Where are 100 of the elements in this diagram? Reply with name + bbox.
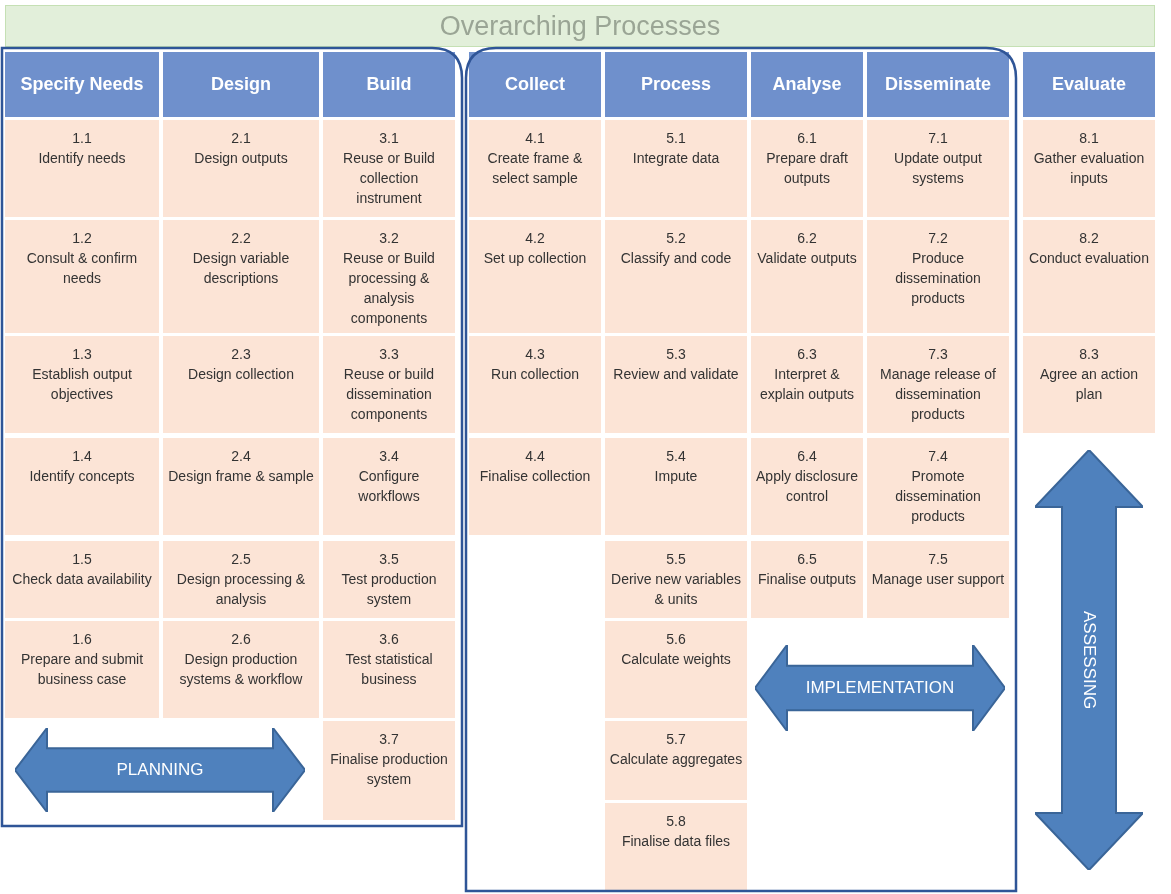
step-number: 8.2 <box>1078 229 1100 248</box>
step-title: Conduct evaluation <box>1028 249 1150 268</box>
step-number: 1.5 <box>71 550 93 569</box>
process-step-box <box>469 336 601 433</box>
step-title: Check data availability <box>11 570 153 589</box>
step-title: Integrate data <box>631 149 721 168</box>
phase-header <box>323 52 455 117</box>
step-number: 4.3 <box>524 345 546 364</box>
step-number: 7.1 <box>927 129 949 148</box>
process-step-box <box>605 803 747 890</box>
step-title: Identify concepts <box>28 467 136 486</box>
process-step-box <box>605 220 747 333</box>
process-step-box <box>867 438 1009 535</box>
process-step-box <box>605 336 747 433</box>
step-number: 6.2 <box>796 229 818 248</box>
step-title: Test production system <box>340 570 438 609</box>
double-arrow <box>1035 450 1143 870</box>
step-title: Set up collection <box>482 249 588 268</box>
step-title: Validate outputs <box>756 249 858 268</box>
band-title: Overarching Processes <box>439 10 721 42</box>
process-step-box <box>323 721 455 820</box>
step-number: 5.6 <box>665 630 687 649</box>
header-label: Evaluate <box>1051 74 1126 95</box>
step-number: 3.4 <box>378 447 400 466</box>
process-step-box <box>5 541 159 618</box>
process-step-box <box>605 621 747 718</box>
step-number: 5.2 <box>665 229 687 248</box>
step-number: 1.4 <box>71 447 93 466</box>
step-number: 5.3 <box>665 345 687 364</box>
step-number: 1.1 <box>71 129 93 148</box>
step-number: 7.4 <box>927 447 949 466</box>
header-label: Collect <box>505 74 565 95</box>
step-title: Configure workflows <box>357 467 421 506</box>
step-number: 5.4 <box>665 447 687 466</box>
process-step-box <box>163 336 319 433</box>
step-title: Manage release of dissemination products <box>879 365 997 424</box>
step-number: 7.5 <box>927 550 949 569</box>
step-title: Run collection <box>490 365 580 384</box>
double-arrow <box>755 645 1005 731</box>
process-step-box <box>469 120 601 217</box>
process-step-box <box>751 336 863 433</box>
step-title: Review and validate <box>612 365 740 384</box>
step-title: Reuse or Build processing & analysis components <box>342 249 436 328</box>
process-step-box <box>605 120 747 217</box>
step-number: 6.5 <box>796 550 818 569</box>
header-label: Analyse <box>772 74 842 95</box>
step-number: 8.1 <box>1078 129 1100 148</box>
process-step-box <box>323 336 455 433</box>
step-title: Design collection <box>187 365 295 384</box>
process-step-box <box>5 120 159 217</box>
process-step-box <box>1023 220 1155 333</box>
step-title: Finalise collection <box>478 467 592 486</box>
process-step-box <box>1023 120 1155 217</box>
step-title: Derive new variables & units <box>610 570 742 609</box>
step-number: 1.6 <box>71 630 93 649</box>
step-title: Prepare draft outputs <box>765 149 849 188</box>
step-title: Classify and code <box>619 249 733 268</box>
step-title: Calculate weights <box>620 650 732 669</box>
step-title: Reuse or Build collection instrument <box>342 149 436 208</box>
process-step-box <box>323 621 455 718</box>
header-label: Build <box>366 74 412 95</box>
header-label: Disseminate <box>884 74 992 95</box>
step-number: 6.3 <box>796 345 818 364</box>
step-number: 4.4 <box>524 447 546 466</box>
phase-header <box>751 52 863 117</box>
step-title: Produce dissemination products <box>894 249 982 308</box>
process-step-box <box>867 120 1009 217</box>
process-step-box <box>751 541 863 618</box>
step-number: 2.5 <box>230 550 252 569</box>
overarching-band <box>5 5 1155 47</box>
step-title: Gather evaluation inputs <box>1032 149 1146 188</box>
process-step-box <box>751 220 863 333</box>
phase-label: ASSESSING <box>1079 610 1099 710</box>
step-number: 3.6 <box>378 630 400 649</box>
process-step-box <box>323 220 455 333</box>
header-label: Specify Needs <box>20 74 144 95</box>
step-number: 3.1 <box>378 129 400 148</box>
step-number: 7.3 <box>927 345 949 364</box>
step-title: Consult & confirm needs <box>25 249 139 288</box>
phase-header <box>163 52 319 117</box>
step-number: 3.2 <box>378 229 400 248</box>
process-step-box <box>5 336 159 433</box>
step-title: Design processing & analysis <box>175 570 307 609</box>
step-title: Update output systems <box>893 149 983 188</box>
process-step-box <box>1023 336 1155 433</box>
step-title: Finalise production system <box>329 750 449 789</box>
step-number: 4.1 <box>524 129 546 148</box>
process-step-box <box>867 220 1009 333</box>
step-number: 6.1 <box>796 129 818 148</box>
header-label: Process <box>640 74 712 95</box>
step-number: 5.5 <box>665 550 687 569</box>
process-step-box <box>323 120 455 217</box>
step-title: Design frame & sample <box>167 467 315 486</box>
process-step-box <box>323 541 455 618</box>
process-step-box <box>867 541 1009 618</box>
step-title: Establish output objectives <box>31 365 133 404</box>
process-step-box <box>605 721 747 800</box>
phase-label: IMPLEMENTATION <box>805 678 955 698</box>
step-number: 5.1 <box>665 129 687 148</box>
step-number: 3.3 <box>378 345 400 364</box>
